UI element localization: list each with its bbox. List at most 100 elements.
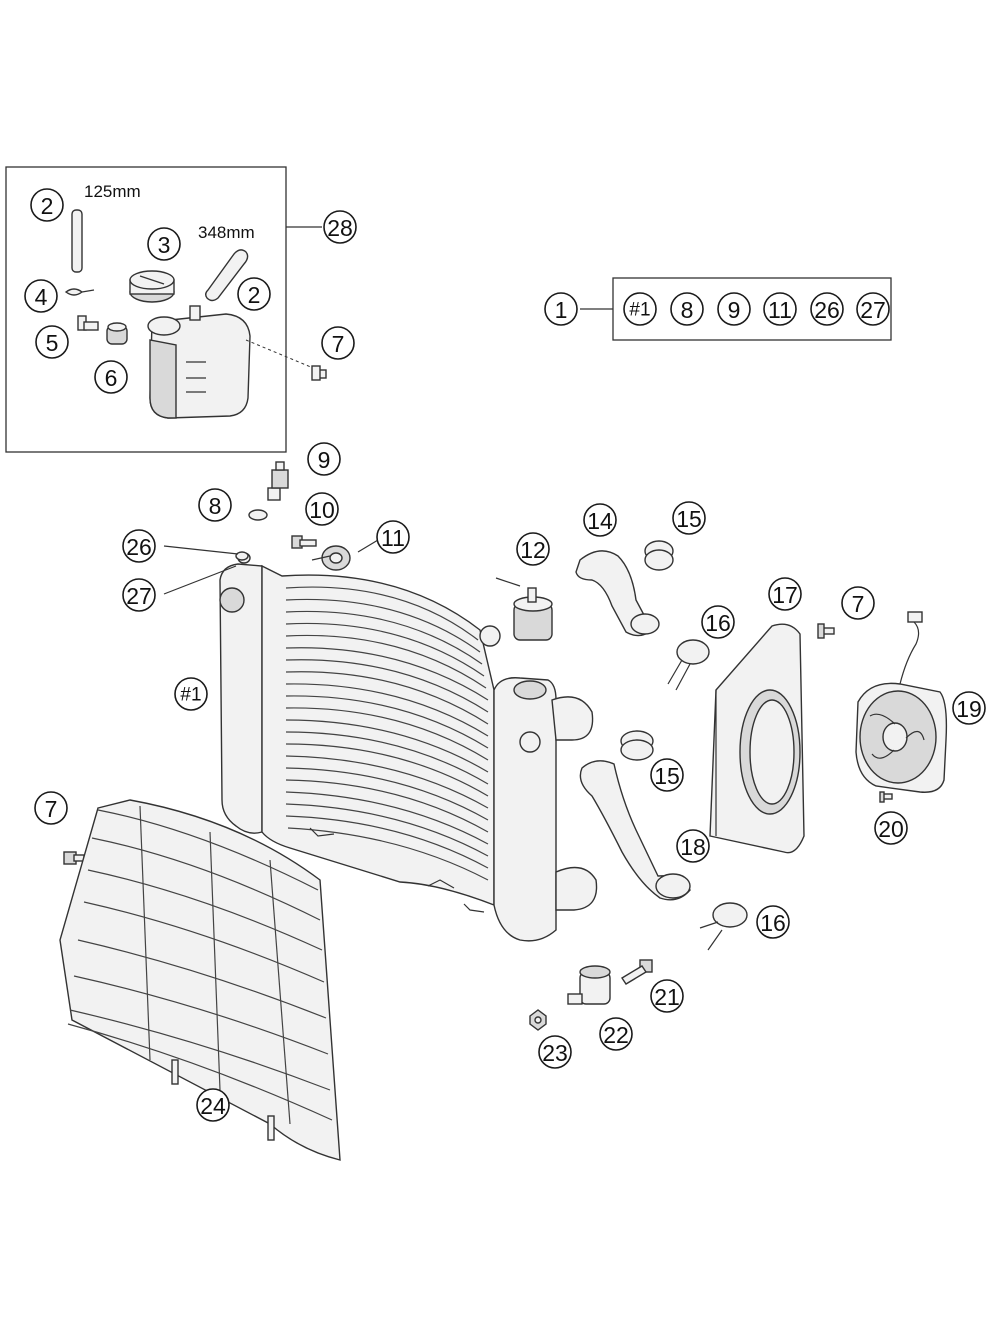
svg-text:1: 1 (555, 297, 568, 323)
shroud-screw (817, 623, 835, 639)
svg-text:27: 27 (860, 297, 886, 323)
rubber-mount (567, 965, 611, 1005)
callout-4: 4 (24, 279, 58, 313)
callout-9: 9 (307, 442, 341, 476)
set-content-5: 26 (810, 292, 844, 326)
radiator-mount-hardware (529, 959, 653, 1031)
svg-text:14: 14 (587, 508, 613, 534)
callout-21: 21 (650, 979, 684, 1013)
callout-15-lower: 15 (650, 758, 684, 792)
callout-7-shroud: 7 (841, 586, 875, 620)
svg-text:7: 7 (45, 796, 58, 822)
svg-text:18: 18 (680, 834, 706, 860)
callout-14: 14 (583, 503, 617, 537)
svg-text:#1: #1 (629, 300, 650, 321)
grommet (106, 322, 128, 345)
svg-text:9: 9 (318, 447, 331, 473)
svg-text:26: 26 (814, 297, 840, 323)
long-hose (205, 249, 249, 302)
svg-text:11: 11 (381, 525, 405, 551)
fan-screw (879, 791, 893, 803)
svg-text:16: 16 (760, 910, 786, 936)
svg-text:8: 8 (681, 297, 694, 323)
callout-15-upper: 15 (672, 501, 706, 535)
expansion-tank-kit-group: 125mm 348mm (5, 166, 327, 453)
callout-6: 6 (94, 360, 128, 394)
svg-text:20: 20 (878, 816, 904, 842)
svg-text:5: 5 (46, 330, 59, 356)
set-content-3: 9 (717, 292, 751, 326)
svg-text:11: 11 (768, 297, 792, 323)
o-ring (248, 509, 268, 521)
mount-nut (529, 1009, 547, 1031)
svg-text:2: 2 (248, 282, 261, 308)
callout-12: 12 (516, 532, 550, 566)
callout-16-upper: 16 (701, 605, 735, 639)
callout-24: 24 (196, 1088, 230, 1122)
svg-text:2: 2 (41, 193, 54, 219)
callout-3: 3 (147, 227, 181, 261)
svg-text:7: 7 (852, 591, 865, 617)
svg-text:19: 19 (956, 696, 982, 722)
callout-radiator: #1 (174, 677, 208, 711)
set-content-6: 27 (856, 292, 890, 326)
svg-text:28: 28 (327, 215, 353, 241)
callout-2-short-hose: 2 (30, 188, 64, 222)
callout-2-long-hose: 2 (237, 277, 271, 311)
svg-text:12: 12 (520, 537, 546, 563)
svg-text:22: 22 (603, 1022, 629, 1048)
svg-text:15: 15 (676, 506, 702, 532)
svg-text:10: 10 (309, 497, 335, 523)
radiator (219, 552, 598, 942)
set-content-2: 8 (670, 292, 704, 326)
radiator-bolt (291, 535, 317, 549)
svg-text:17: 17 (772, 582, 798, 608)
elbow-fitting (77, 315, 99, 331)
radiator-hardware (163, 461, 379, 595)
svg-text:16: 16 (705, 610, 731, 636)
svg-text:23: 23 (542, 1040, 568, 1066)
radiator-grille (59, 799, 341, 1161)
callout-22: 22 (599, 1017, 633, 1051)
radiator-cap (495, 577, 553, 641)
callout-7-grille: 7 (34, 791, 68, 825)
svg-text:21: 21 (654, 984, 680, 1010)
spring-clamp-lower (699, 902, 748, 951)
callout-28: 28 (323, 210, 357, 244)
svg-text:9: 9 (728, 297, 741, 323)
kit-screw (311, 365, 327, 381)
expansion-tank (147, 305, 251, 419)
kit-frame (5, 166, 287, 453)
callout-18: 18 (676, 829, 710, 863)
svg-text:7: 7 (332, 331, 345, 357)
lower-hose (579, 760, 691, 901)
callout-7-kit: 7 (321, 326, 355, 360)
upper-hose (575, 550, 660, 637)
callout-23: 23 (538, 1035, 572, 1069)
callout-10: 10 (305, 492, 339, 526)
upper-hose-clamp (644, 540, 674, 571)
radiator-core-fins (285, 586, 489, 881)
temperature-switch (267, 461, 289, 501)
svg-text:3: 3 (158, 232, 171, 258)
callout-26: 26 (122, 529, 156, 563)
set-content-1: #1 (623, 292, 657, 326)
hose-clip (64, 288, 95, 296)
svg-text:8: 8 (209, 493, 222, 519)
fan-shroud (709, 623, 805, 854)
spring-clamp-upper (667, 639, 710, 691)
callout-16-lower: 16 (756, 905, 790, 939)
callout-19: 19 (952, 691, 986, 725)
callout-8: 8 (198, 488, 232, 522)
short-hose (71, 209, 83, 273)
callout-1: 1 (544, 292, 578, 326)
callout-17: 17 (768, 577, 802, 611)
callout-20: 20 (874, 811, 908, 845)
svg-text:26: 26 (126, 534, 152, 560)
tank-cap (129, 270, 175, 303)
hose-length-125: 125mm (84, 182, 141, 201)
svg-text:4: 4 (35, 284, 48, 310)
svg-text:27: 27 (126, 583, 152, 609)
cooling-fan (855, 611, 948, 793)
